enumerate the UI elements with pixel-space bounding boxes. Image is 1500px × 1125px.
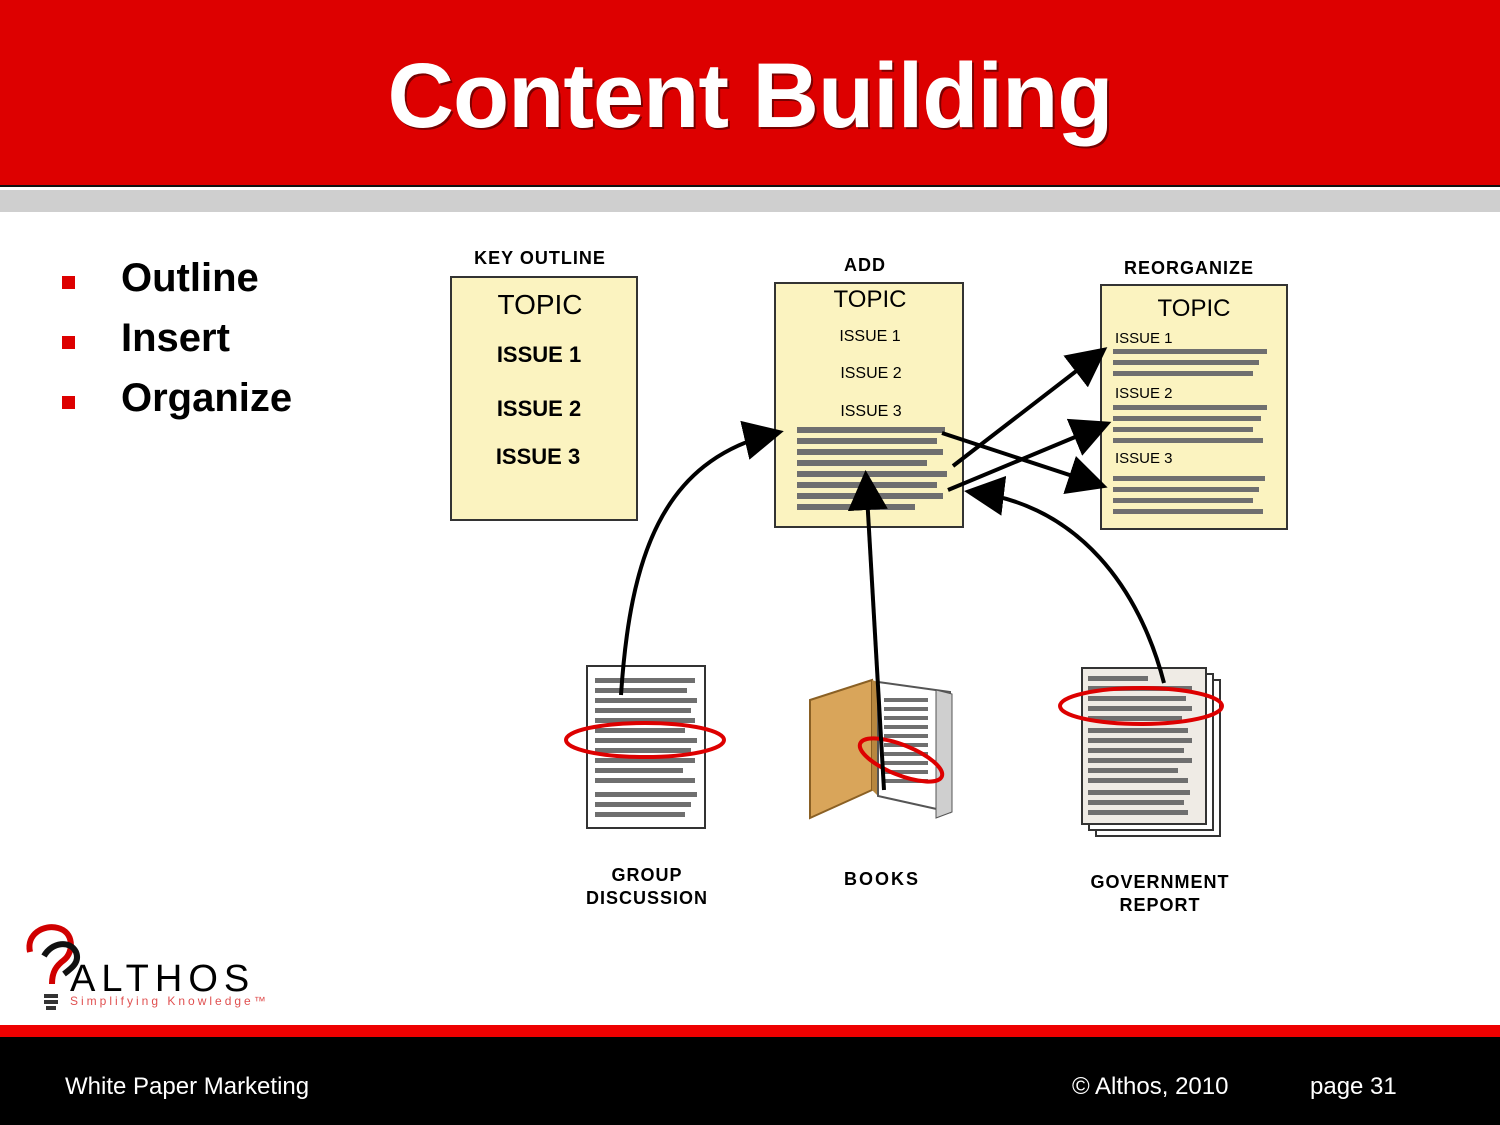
- bullet-list: Outline Insert Organize: [62, 248, 292, 428]
- reorganize-issue-2: ISSUE 2: [1115, 385, 1173, 402]
- arrow-add-to-issue3: [941, 431, 1108, 494]
- books-highlight: [857, 736, 945, 784]
- add-topic: TOPIC: [834, 286, 907, 313]
- arrow-government-to-add: [964, 475, 1166, 684]
- bullet-square-icon: [62, 335, 75, 349]
- source-label-group-line2: DISCUSSION: [586, 888, 708, 908]
- add-issue-3: ISSUE 3: [840, 403, 901, 420]
- title-bar: Content Building: [0, 0, 1500, 187]
- government-report-highlight: [1058, 686, 1224, 726]
- group-discussion-highlight: [564, 721, 726, 759]
- reorganize-card: REORGANIZE TOPIC ISSUE 1 ISSUE 2 ISSUE 3: [1100, 258, 1288, 530]
- key-outline-issue-3: ISSUE 3: [496, 444, 580, 469]
- add-issue-1: ISSUE 1: [839, 328, 900, 345]
- title-underline-band: [0, 190, 1500, 212]
- bullet-text: Outline: [121, 255, 259, 300]
- footer-accent-band: [0, 1025, 1500, 1037]
- bullet-square-icon: [62, 395, 75, 409]
- reorganize-issue-1: ISSUE 1: [1115, 330, 1173, 347]
- key-outline-issue-2: ISSUE 2: [497, 396, 581, 421]
- footer-bar: White Paper Marketing © Althos, 2010 pag…: [0, 1037, 1500, 1125]
- footer-page-number: page 31: [1310, 1073, 1397, 1100]
- key-outline-topic: TOPIC: [497, 289, 582, 320]
- arrow-group-to-add: [619, 420, 784, 696]
- bullet-item: Organize: [62, 368, 292, 428]
- source-label-government-line1: GOVERNMENT: [1090, 872, 1229, 892]
- book-illustration: [809, 678, 953, 820]
- arrow-add-to-issue1: [951, 347, 1108, 468]
- add-label: ADD: [844, 255, 886, 275]
- bullet-text: Insert: [121, 315, 230, 360]
- althos-logo: [26, 924, 80, 1010]
- reorganize-issue-3: ISSUE 3: [1115, 450, 1173, 467]
- bullet-text: Organize: [121, 375, 293, 420]
- key-outline-label: KEY OUTLINE: [474, 248, 606, 268]
- slide-title: Content Building: [387, 45, 1114, 147]
- source-label-group-line1: GROUP: [611, 865, 682, 885]
- lightbulb-question-icon: [26, 924, 80, 1010]
- source-label-government-line2: REPORT: [1119, 895, 1200, 915]
- logo-wordmark: ALTHOS: [70, 958, 256, 1000]
- footer-course-title: White Paper Marketing: [65, 1073, 310, 1100]
- reorganize-label: REORGANIZE: [1124, 258, 1254, 278]
- bullet-square-icon: [62, 275, 75, 289]
- key-outline-card: KEY OUTLINE TOPIC ISSUE 1 ISSUE 2 ISSUE …: [450, 248, 638, 521]
- bullet-item: Insert: [62, 308, 292, 368]
- bullet-item: Outline: [62, 248, 292, 308]
- government-report-stack: [1058, 667, 1224, 837]
- add-issue-2: ISSUE 2: [840, 365, 901, 382]
- reorganize-topic: TOPIC: [1158, 295, 1231, 322]
- flow-arrows: [619, 347, 1166, 791]
- footer-copyright: © Althos, 2010: [1072, 1073, 1229, 1100]
- add-card: ADD TOPIC ISSUE 1 ISSUE 2 ISSUE 3: [774, 255, 964, 528]
- arrow-books-to-add: [847, 470, 888, 791]
- key-outline-box: [450, 276, 638, 521]
- key-outline-issue-1: ISSUE 1: [497, 342, 581, 367]
- logo-tagline: Simplifying Knowledge™: [70, 994, 269, 1008]
- arrow-add-to-issue2: [947, 418, 1112, 492]
- source-label-books: BOOKS: [844, 869, 920, 889]
- group-discussion-document: [564, 665, 726, 829]
